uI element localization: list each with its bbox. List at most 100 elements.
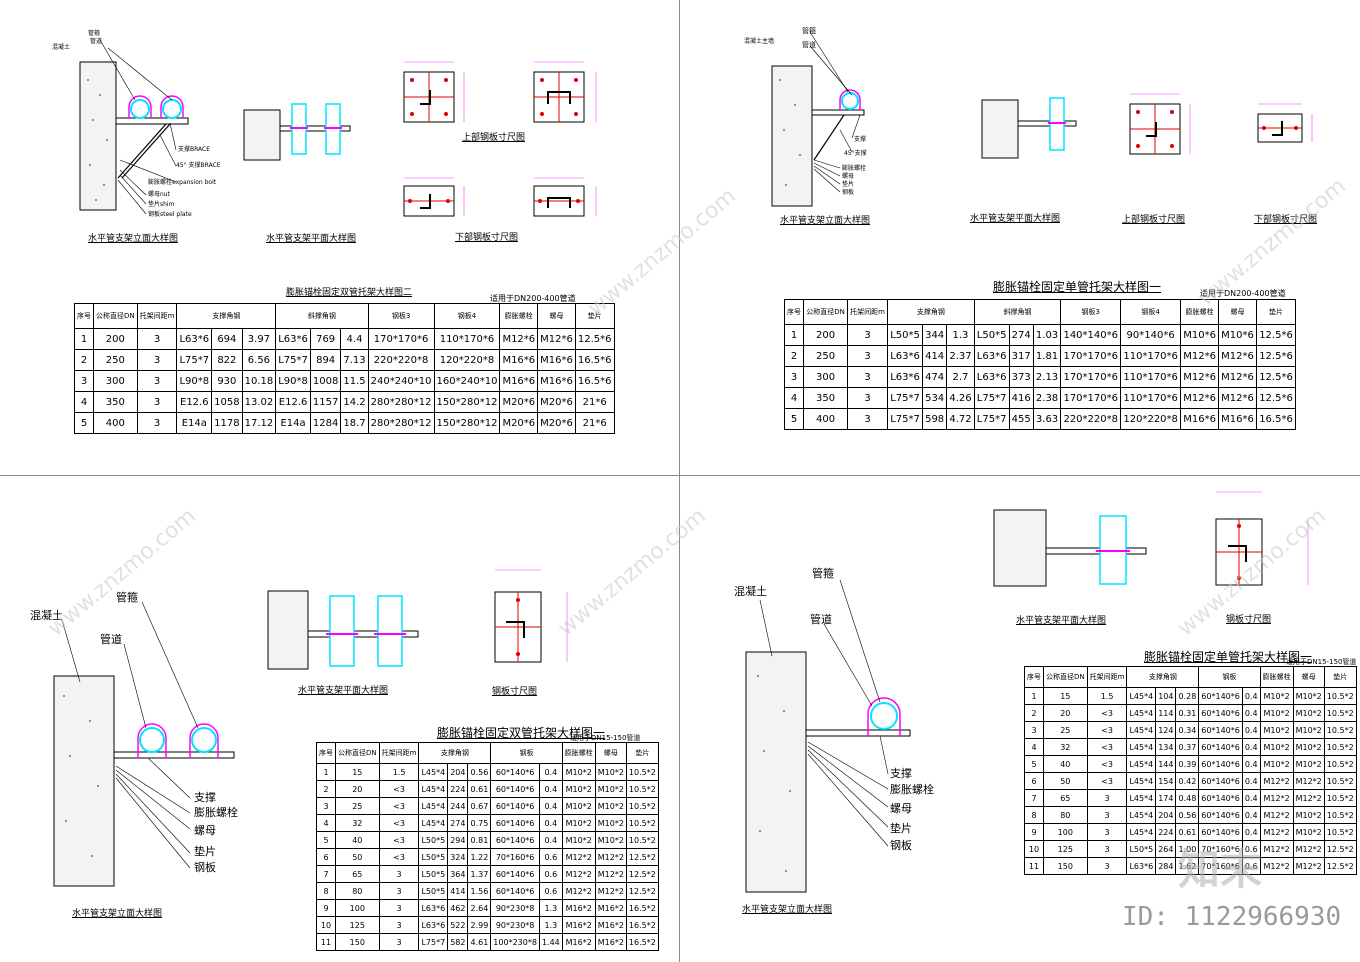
table-cell: 414 <box>921 345 948 367</box>
caption-lower-plate: 下部钢板寸尺图 <box>1254 215 1318 225</box>
table-cell: 钢板3 <box>1060 299 1122 325</box>
table-cell: 65 <box>335 865 380 883</box>
table-cell: 12.5*2 <box>625 882 659 900</box>
table-cell: 0.67 <box>467 797 492 815</box>
table-cell: 10.5*2 <box>1323 772 1357 790</box>
table-cell: 32 <box>1043 738 1088 756</box>
table-cell: 序号 <box>316 742 336 764</box>
table-cell: 3 <box>1086 840 1128 858</box>
table-cell: M12*2 <box>1259 823 1294 841</box>
table-cell: 150*280*12 <box>433 412 501 434</box>
q3-drawings <box>53 569 568 887</box>
table-cell: 托架间距m <box>378 742 420 764</box>
concrete-texture <box>87 79 108 201</box>
caption-elevation: 水平管支架立面大样图 <box>780 216 871 226</box>
label-concrete-wall: 混凝土主墙 <box>744 38 775 45</box>
table-cell: 16.5*2 <box>625 899 659 917</box>
table-cell: M12*6 <box>499 328 539 350</box>
table-cell: 0.34 <box>1175 721 1200 739</box>
table-cell: 4 <box>316 814 336 832</box>
table-cell: 1.56 <box>467 882 492 900</box>
table-cell: L45*4 <box>1126 755 1157 773</box>
table-cell: 204 <box>1155 806 1177 824</box>
table-cell: 1.5 <box>1086 687 1128 705</box>
quadrant-double-pipe-small: 管箍 管道 混凝土 支撑 膨胀螺栓 螺母 垫片 钢板 水平管支架立面大样图 水平… <box>0 476 679 962</box>
table-cell: L75*7 <box>275 349 311 371</box>
table-cell: 294 <box>447 831 469 849</box>
table-cell: L50*5 <box>1126 840 1157 858</box>
table-cell: M16*6 <box>1218 408 1258 430</box>
table-cell: 10.5*2 <box>625 780 659 798</box>
table-cell: 3.63 <box>1032 408 1062 430</box>
table-cell: M10*2 <box>594 797 627 815</box>
table-cell: 0.4 <box>1241 806 1261 824</box>
table-cell: 100 <box>335 899 380 917</box>
table-cell: 300 <box>803 366 849 388</box>
table-cell: 3 <box>378 882 420 900</box>
table-cell: 12.5*2 <box>1323 857 1357 875</box>
table-cell: 16.5*2 <box>625 916 659 934</box>
table-cell: 120*220*8 <box>1120 408 1182 430</box>
table-note: 适用于DN15-150管道 <box>1286 658 1357 666</box>
table-cell: M20*6 <box>537 412 576 434</box>
table-cell: 15 <box>335 763 380 781</box>
table-cell: 25 <box>1043 721 1088 739</box>
table-cell: 60*140*6 <box>490 865 540 883</box>
table-cell: 522 <box>447 916 469 934</box>
table-cell: L45*4 <box>1126 772 1157 790</box>
table-cell: 0.42 <box>1175 772 1200 790</box>
table-cell: 2 <box>316 780 336 798</box>
table-cell: 2.13 <box>1032 366 1062 388</box>
table-cell: 序号 <box>783 299 805 325</box>
label-pipe: 管道 <box>100 633 122 646</box>
table-cell: 3 <box>1086 789 1128 807</box>
table-cell: 60*140*6 <box>1198 755 1243 773</box>
table-cell: 3 <box>136 370 178 392</box>
table-cell: 3 <box>136 349 178 371</box>
table-cell: M10*2 <box>1259 687 1294 705</box>
label-expansion-bolt: 膨胀螺栓expansion bolt <box>148 179 217 186</box>
label-nut: 螺母 <box>194 824 216 837</box>
table-cell: 0.4 <box>1241 687 1261 705</box>
table-cell: 5 <box>74 412 94 434</box>
table-cell: 10 <box>1024 840 1044 858</box>
table-cell: 10.5*2 <box>625 814 659 832</box>
table-cell: 1.3 <box>538 916 563 934</box>
table-cell: M10*2 <box>1259 755 1294 773</box>
table-cell: 364 <box>447 865 469 883</box>
table-cell: M12*2 <box>1292 840 1325 858</box>
label-brace-45: 45°支撑 <box>844 150 867 157</box>
table-cell: L75*7 <box>418 933 449 951</box>
table-cell: 10.5*2 <box>625 831 659 849</box>
table-cell: M10*2 <box>594 814 627 832</box>
table-cell: 12.5*2 <box>1323 840 1357 858</box>
table-cell: 1.3 <box>946 324 975 346</box>
label-brace: 支撑 <box>194 791 216 804</box>
table-cell: L45*4 <box>1126 823 1157 841</box>
table-cell: M12*2 <box>1259 772 1294 790</box>
table-cell: L63*6 <box>1126 857 1157 875</box>
table-cell: 12.5*6 <box>574 328 615 350</box>
table-cell: L63*6 <box>275 328 311 350</box>
table-cell: 244 <box>447 797 469 815</box>
table-cell: 2 <box>783 345 805 367</box>
table-cell: M10*2 <box>1292 823 1325 841</box>
table-cell: 公称直径DN <box>335 742 380 764</box>
table-cell: 70*160*6 <box>1198 857 1243 875</box>
table-cell: M16*2 <box>594 933 627 951</box>
caption-elevation: 水平管支架立面大样图 <box>742 905 833 915</box>
table-cell: 174 <box>1155 789 1177 807</box>
table-cell: L45*4 <box>1126 738 1157 756</box>
table-cell: <3 <box>378 848 420 866</box>
table-cell: M16*2 <box>561 916 596 934</box>
table-cell: 8 <box>1024 806 1044 824</box>
table-cell: M10*2 <box>594 831 627 849</box>
table-cell: 80 <box>335 882 380 900</box>
table-cell: L75*7 <box>973 387 1010 409</box>
table-cell: L45*4 <box>418 763 449 781</box>
